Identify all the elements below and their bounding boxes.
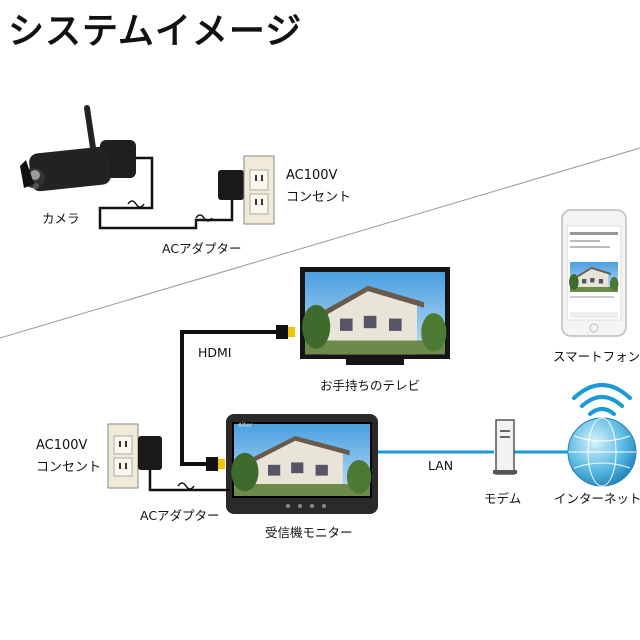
separator-line	[0, 147, 640, 339]
monitor-brand: Alter	[238, 422, 253, 429]
outlet-bottom-icon	[107, 423, 139, 489]
outlet-bottom-label: コンセント	[36, 460, 102, 475]
camera-cable	[98, 156, 234, 230]
adapter-bottom-label: ACアダプター	[140, 508, 220, 523]
page-title: システムイメージ	[8, 11, 303, 52]
adapter-bottom-cable	[148, 470, 230, 492]
hdmi-label: HDMI	[198, 345, 232, 360]
monitor-icon	[226, 414, 378, 514]
adapter-top-label: ACアダプター	[162, 241, 242, 256]
tv-label: お手持ちのテレビ	[320, 378, 421, 393]
ac100v-bottom-label: AC100V	[36, 438, 88, 453]
monitor-label: 受信機モニター	[265, 525, 353, 540]
modem-icon	[493, 419, 517, 475]
smartphone-icon	[561, 209, 627, 337]
outlet-top-label: コンセント	[286, 190, 352, 205]
outlet-top-icon	[243, 155, 275, 225]
tv-icon	[300, 267, 450, 365]
ac-adapter-bottom-icon	[138, 436, 162, 470]
lan-label: LAN	[428, 458, 454, 473]
modem-label: モデム	[484, 491, 522, 506]
globe-icon	[567, 417, 637, 487]
ac-adapter-top-icon	[218, 170, 244, 200]
hdmi-cable	[180, 330, 282, 466]
camera-icon	[20, 105, 136, 192]
ac100v-top-label: AC100V	[286, 168, 338, 183]
camera-label: カメラ	[42, 211, 80, 226]
wifi-icon	[572, 383, 632, 416]
internet-label: インターネット	[554, 491, 640, 506]
smartphone-label: スマートフォン	[553, 349, 640, 364]
hdmi-plug-tv	[288, 327, 295, 337]
hdmi-plug-monitor	[218, 459, 225, 469]
